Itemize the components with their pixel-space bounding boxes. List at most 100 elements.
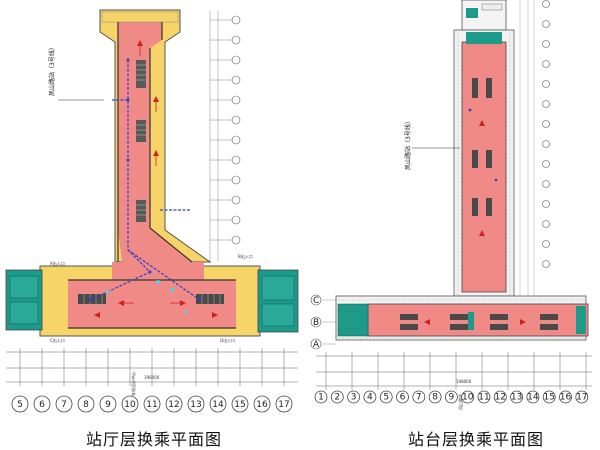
axis-bubble xyxy=(477,390,491,404)
axis-bubble xyxy=(209,395,227,413)
concourse-plan: 凤山路站（3号线） A出入口 B出入口 C出入口 D出入口 xyxy=(5,9,299,413)
axis-number: 2 xyxy=(334,393,340,403)
platform-dimension-lines xyxy=(316,352,592,390)
axis-bubble xyxy=(187,395,205,413)
axis-number: 16 xyxy=(256,400,268,410)
axis-bubble xyxy=(347,390,361,404)
axis-bubble xyxy=(143,395,161,413)
axis-bubble xyxy=(575,390,589,404)
axis-bubble xyxy=(428,390,442,404)
axis-number: 7 xyxy=(416,393,422,403)
axis-bubble xyxy=(55,395,73,413)
axis-bubble xyxy=(77,395,95,413)
axis-bubble xyxy=(412,390,426,404)
axis-number: 13 xyxy=(190,400,201,410)
axis-bubble xyxy=(99,395,117,413)
axis-number: 1 xyxy=(318,393,324,403)
axis-bubble xyxy=(396,390,409,404)
axis-number: 7 xyxy=(61,400,67,410)
grid-letter: B xyxy=(313,318,319,328)
grid-letters: C B A xyxy=(310,294,336,350)
axis-bubble xyxy=(275,395,293,413)
axis-number: 14 xyxy=(527,393,539,403)
flow-arrows xyxy=(94,40,218,318)
axis-number: 15 xyxy=(234,400,245,410)
axis-bubble xyxy=(33,395,51,413)
axis-number: 17 xyxy=(278,400,289,410)
dimension-lines xyxy=(6,348,298,386)
axis-bubble xyxy=(542,390,556,404)
axis-bubble xyxy=(330,390,344,404)
vertical-escalators xyxy=(136,60,146,222)
grid-letter: A xyxy=(313,340,320,350)
axis-bubble xyxy=(526,390,540,404)
exit-label: A出入口 xyxy=(50,260,65,266)
axis-number: 11 xyxy=(478,393,489,403)
axis-number: 8 xyxy=(83,400,89,410)
axis-number: 3 xyxy=(351,393,357,403)
right-grid-bubbles xyxy=(231,15,241,245)
axis-bubble xyxy=(11,395,29,413)
transfer-route-lines xyxy=(89,60,201,301)
axis-number: 6 xyxy=(400,393,406,403)
fare-gate-lines xyxy=(68,22,236,329)
route-dots xyxy=(88,58,202,302)
total-length: 196000 xyxy=(144,375,160,380)
axis-bubble xyxy=(379,390,393,404)
platform-total-length: 198000 xyxy=(456,379,472,384)
axis-bubble xyxy=(461,390,475,404)
exit-label: B出入口 xyxy=(238,253,253,259)
bottom-note: 车站设计中心 xyxy=(130,372,136,396)
concourse-caption: 站厅层换乘平面图 xyxy=(86,430,223,449)
axis-number: 9 xyxy=(105,400,111,410)
axis-number: 10 xyxy=(462,393,474,403)
axis-bubble xyxy=(493,390,507,404)
axis-bubble xyxy=(314,390,328,404)
grid-letter: C xyxy=(313,296,319,306)
platform-bottom-note: 凤山路站 xyxy=(457,394,463,410)
axis-number: 14 xyxy=(212,400,224,410)
right-ruling xyxy=(519,0,535,296)
exit-label: D出入口 xyxy=(220,337,235,343)
axis-number: 6 xyxy=(39,400,45,410)
platform-escalators-vertical xyxy=(472,78,492,216)
axis-bubble xyxy=(444,390,458,404)
axis-bubble xyxy=(510,390,523,404)
axis-number: 9 xyxy=(449,393,455,403)
platform-escalators-horizontal xyxy=(400,314,558,330)
axis-bubble xyxy=(165,395,183,413)
axis-number: 12 xyxy=(168,400,179,410)
axis-bubble xyxy=(559,390,572,404)
vertical-platform xyxy=(461,41,507,293)
platform-station-name: 凤山路站（3号线） xyxy=(404,118,412,170)
junction-paid-area xyxy=(112,262,204,282)
concourse-station-name: 凤山路站（3号线） xyxy=(48,44,56,96)
platform-plan: 凤山路站（3号线） xyxy=(310,0,592,410)
axis-number: 8 xyxy=(432,393,438,403)
top-cap xyxy=(101,11,179,23)
axis-number: 15 xyxy=(543,393,554,403)
right-ruling-lines xyxy=(209,10,232,262)
cyan-markers xyxy=(106,280,188,314)
vertical-unpaid-area xyxy=(99,9,212,263)
axis-bubble xyxy=(121,395,139,413)
axis-number: 4 xyxy=(367,393,373,403)
axis-number: 5 xyxy=(383,393,389,403)
axis-bubble xyxy=(253,395,271,413)
platform-left-equipment xyxy=(337,303,369,337)
axis-bubble xyxy=(231,395,249,413)
axis-number: 12 xyxy=(495,393,506,403)
axis-number: 16 xyxy=(560,393,572,403)
exit-label: C出入口 xyxy=(50,337,65,343)
axis-bubble xyxy=(363,390,377,404)
axis-number: 13 xyxy=(511,393,522,403)
platform-caption: 站台层换乘平面图 xyxy=(408,430,545,449)
right-plan-side-bubbles xyxy=(542,0,550,268)
axis-number: 17 xyxy=(576,393,587,403)
axis-number: 11 xyxy=(146,400,157,410)
axis-number: 5 xyxy=(17,400,23,410)
